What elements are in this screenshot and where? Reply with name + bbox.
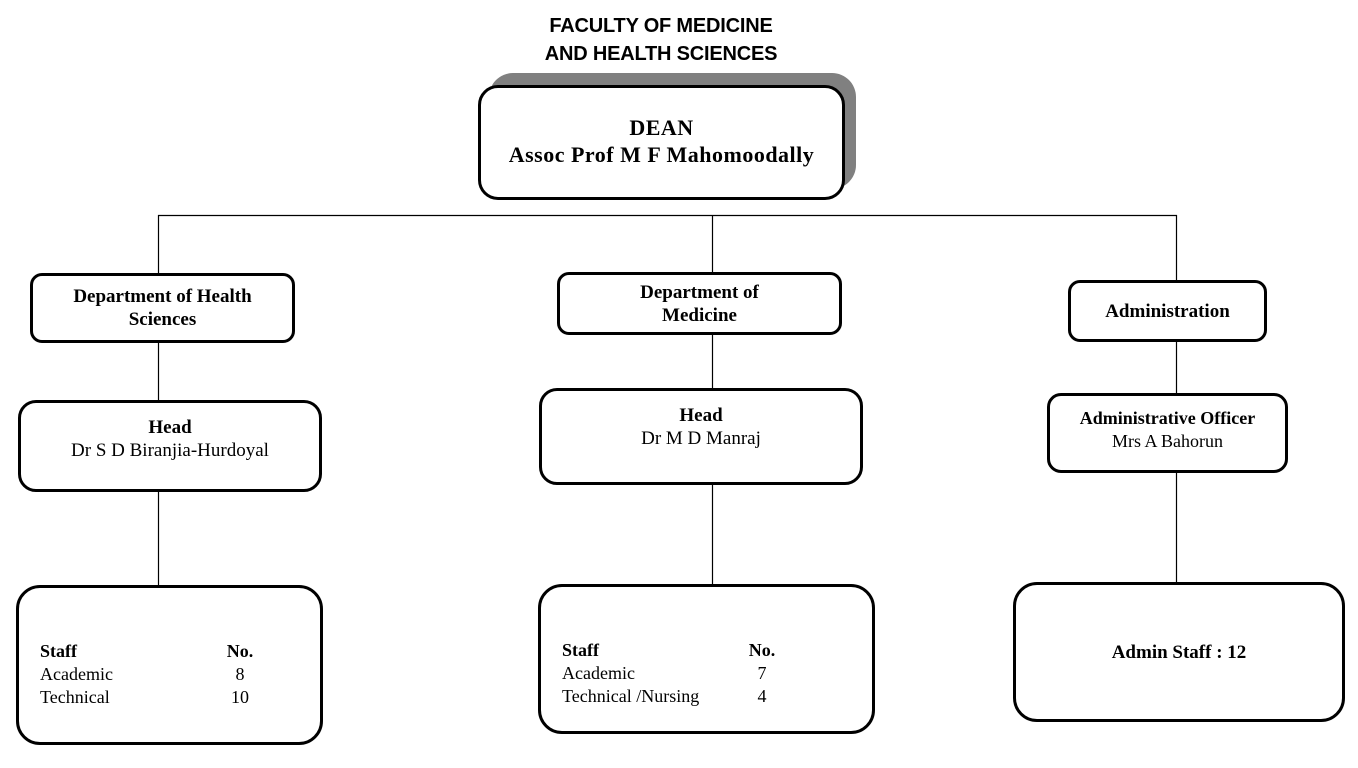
- staff-header-label: Staff: [40, 641, 77, 661]
- head-role: Head: [679, 405, 723, 426]
- staff-category: Technical /Nursing: [562, 686, 700, 706]
- head-role: Head: [148, 417, 192, 438]
- staff-header-no: No.: [226, 641, 254, 661]
- staff-count: 7: [757, 663, 767, 683]
- head-role: Administrative Officer: [1079, 408, 1256, 428]
- chart-title-line1: FACULTY OF MEDICINE: [549, 15, 773, 37]
- dean-name: Assoc Prof M F Mahomoodally: [508, 142, 815, 167]
- head-box-health-sciences: Head Dr S D Biranjia-Hurdoyal: [18, 400, 322, 492]
- department-name-line1: Department of Health: [73, 286, 252, 307]
- head-name: Dr M D Manraj: [641, 428, 761, 449]
- staff-category: Academic: [562, 663, 635, 683]
- head-box-administration: Administrative Officer Mrs A Bahorun: [1047, 393, 1288, 473]
- department-box-health-sciences: Department of Health Sciences: [30, 273, 295, 343]
- staff-header-no: No.: [748, 640, 776, 660]
- chart-title-line2: AND HEALTH SCIENCES: [544, 43, 778, 65]
- chart-title: FACULTY OF MEDICINE AND HEALTH SCIENCES: [461, 12, 861, 68]
- staff-row-technical: Technical 10: [19, 686, 320, 709]
- department-box-medicine: Department of Medicine: [557, 272, 842, 335]
- staff-box-administration: Admin Staff : 12: [1013, 582, 1345, 722]
- staff-row-technical-nursing: Technical /Nursing 4: [541, 685, 872, 708]
- staff-row-academic: Academic 7: [541, 662, 872, 685]
- staff-count: 10: [231, 687, 249, 707]
- staff-row-academic: Academic 8: [19, 663, 320, 686]
- head-name: Dr S D Biranjia-Hurdoyal: [71, 440, 269, 461]
- staff-box-health-sciences: Staff No. Academic 8 Technical 10: [16, 585, 323, 745]
- department-name-line2: Medicine: [662, 304, 737, 326]
- staff-table-header: Staff No.: [541, 639, 872, 662]
- department-name-line1: Department of: [640, 281, 759, 303]
- staff-table-header: Staff No.: [19, 640, 320, 663]
- department-box-administration: Administration: [1068, 280, 1267, 342]
- dean-role: DEAN: [629, 115, 694, 140]
- staff-header-label: Staff: [562, 640, 599, 660]
- staff-category: Academic: [40, 664, 113, 684]
- department-name-line1: Administration: [1105, 300, 1230, 322]
- head-box-medicine: Head Dr M D Manraj: [539, 388, 863, 485]
- staff-count: 8: [235, 664, 245, 684]
- head-name: Mrs A Bahorun: [1111, 431, 1223, 451]
- dean-box: DEAN Assoc Prof M F Mahomoodally: [478, 85, 845, 200]
- department-name-line2: Sciences: [128, 309, 197, 330]
- admin-staff-summary: Admin Staff : 12: [1111, 641, 1247, 663]
- staff-box-medicine: Staff No. Academic 7 Technical /Nursing …: [538, 584, 875, 734]
- staff-count: 4: [757, 686, 767, 706]
- staff-category: Technical: [40, 687, 110, 707]
